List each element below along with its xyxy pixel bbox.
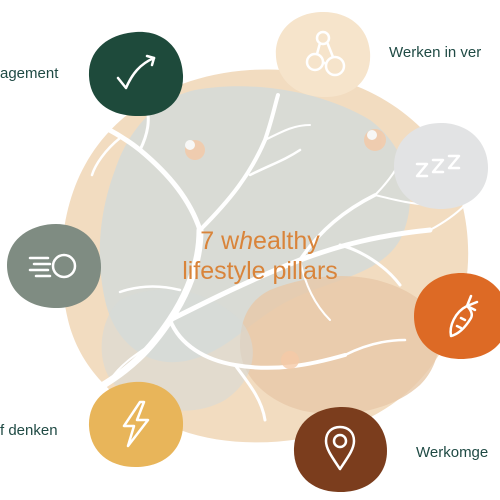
speed-ball-icon	[28, 253, 77, 279]
pillar-label-environment: Werkomge	[416, 444, 489, 461]
molecule-icon	[305, 30, 346, 77]
pillar-sleep[interactable]	[393, 122, 489, 210]
check-arrow-icon	[116, 54, 156, 90]
pillar-blob	[394, 122, 488, 209]
pillar-exercise[interactable]	[6, 222, 102, 310]
pillar-nutrition[interactable]	[413, 272, 500, 360]
pillar-management[interactable]	[88, 30, 184, 118]
pillar-environment[interactable]	[292, 405, 388, 493]
diagram-title-line-2: lifestyle pillars	[182, 257, 338, 285]
background-blob	[61, 69, 469, 443]
pillar-blob	[88, 381, 184, 468]
lightning-icon	[122, 400, 150, 448]
blossom-decor	[185, 129, 386, 369]
title-emphasis: h	[239, 227, 254, 255]
sleep-zzz-icon	[415, 154, 461, 178]
carrot-icon	[449, 294, 479, 338]
pillar-blob	[293, 406, 387, 493]
title-suffix: ealthy	[253, 227, 320, 255]
pillar-thinking[interactable]	[88, 380, 184, 468]
pillar-work[interactable]	[275, 10, 371, 98]
pillar-label-thinking: f denken	[0, 422, 58, 439]
pillar-blob	[275, 11, 371, 98]
diagram-title-line-1: 7 whealthy	[130, 229, 390, 254]
pillar-label-management: agement	[0, 65, 59, 82]
title-prefix: 7 w	[200, 227, 240, 255]
location-pin-icon	[324, 425, 356, 471]
pillar-label-work: Werken in ver	[389, 44, 482, 61]
pillar-blob	[88, 31, 184, 117]
tree-illustration	[90, 93, 466, 422]
